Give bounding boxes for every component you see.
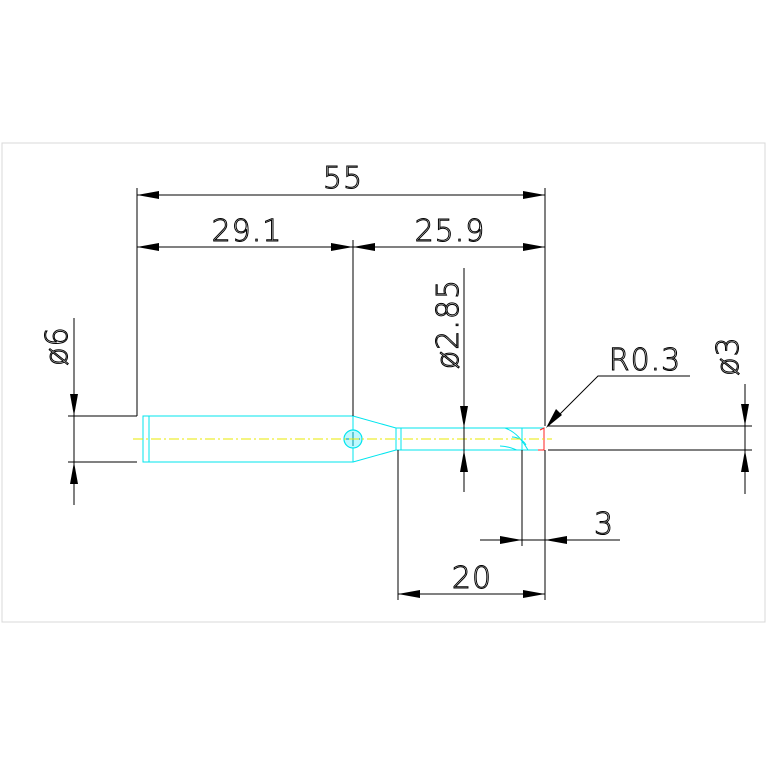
shank-length-label: 29.1 — [212, 214, 283, 249]
dim-shank-diameter: ø6 — [40, 318, 137, 505]
tip-diameter-label: ø3 — [711, 336, 746, 375]
corner-radius-label: R0.3 — [609, 343, 682, 378]
dim-neck-diameter: ø2.85 — [431, 268, 468, 492]
shank-diameter-label: ø6 — [40, 326, 75, 365]
dim-overall-length: 55 — [136, 161, 546, 426]
flute-length-label: 20 — [452, 561, 492, 596]
neck-diameter-label: ø2.85 — [431, 279, 466, 369]
overall-length-label: 55 — [323, 161, 363, 196]
dim-corner-radius: R0.3 — [546, 343, 690, 428]
dim-tip-diameter: ø3 — [711, 336, 749, 494]
tip-extension-lines — [548, 425, 752, 451]
neck-length-label: 25.9 — [415, 214, 486, 249]
tool-outline — [133, 415, 552, 463]
dim-flute-length: 20 — [397, 450, 545, 600]
dim-flute-offset: 3 — [480, 450, 620, 600]
drawing-frame — [1, 142, 766, 623]
flute-offset-label: 3 — [594, 507, 614, 542]
dim-shank-neck: 29.1 25.9 — [137, 214, 545, 416]
